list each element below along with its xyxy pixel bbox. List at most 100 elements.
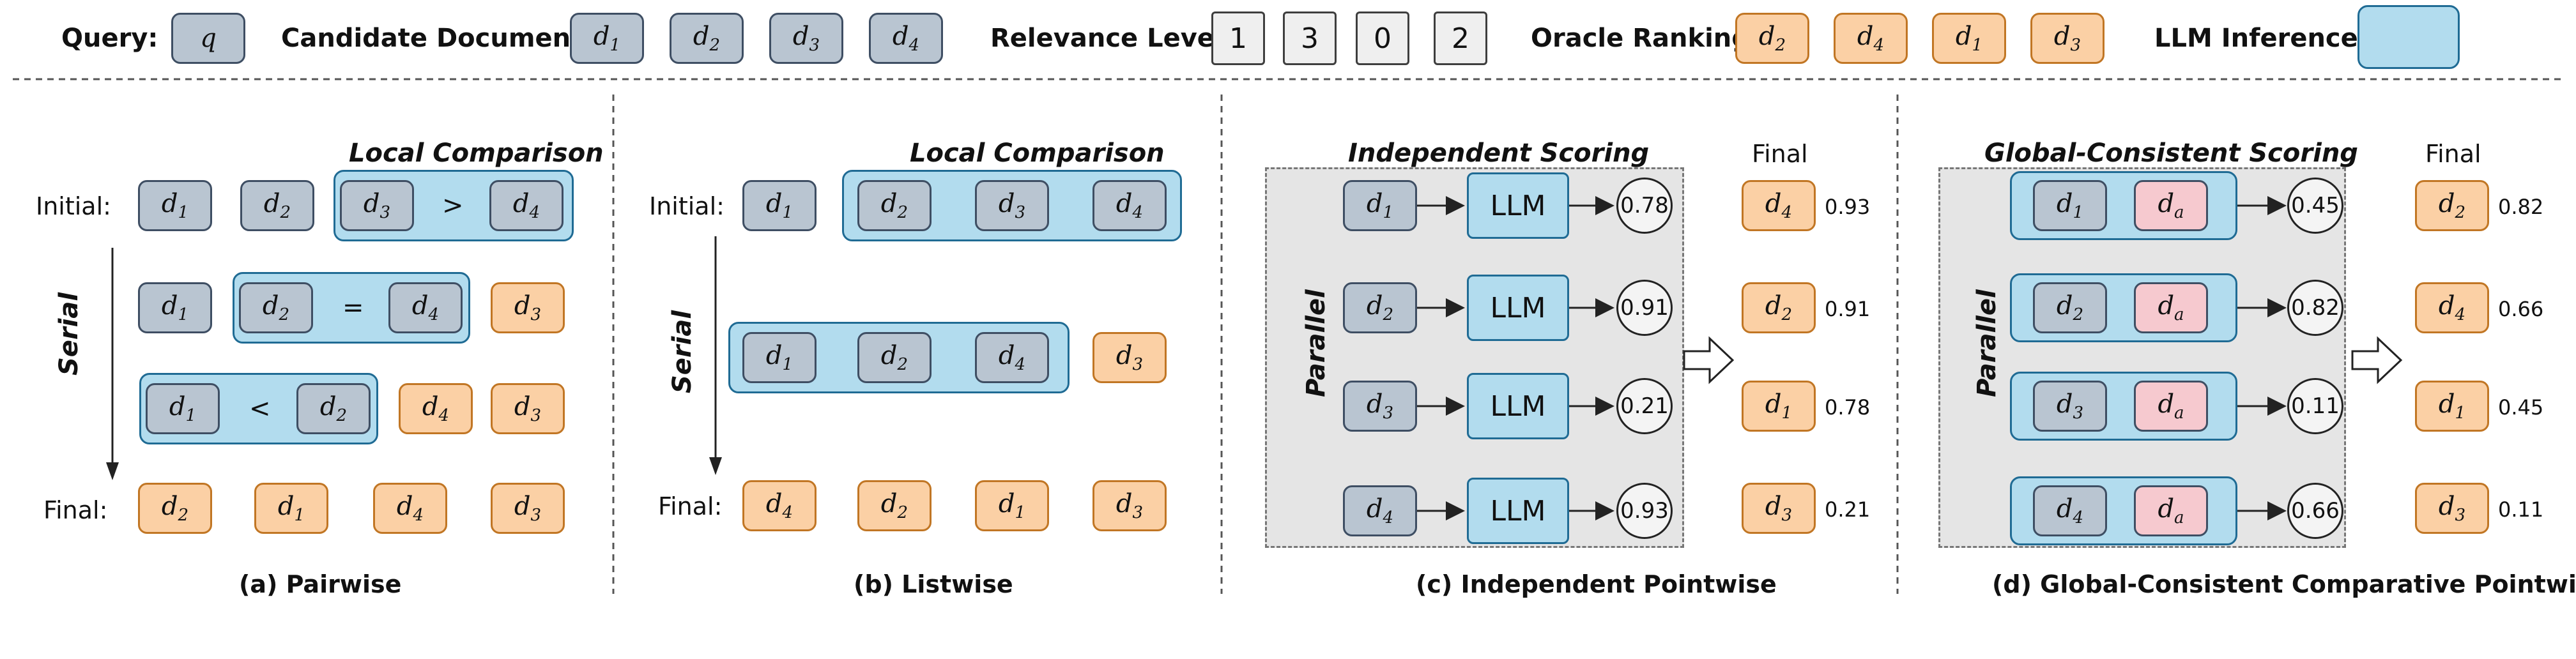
global-final-doc: d3 [2415,483,2489,534]
listwise-doc: d4 [1092,180,1167,231]
result-arrow [2351,336,2403,384]
llm-box: LLM [1467,373,1569,439]
oracle-doc: d4 [1834,13,1908,64]
doc-label: d2 [2056,291,2084,324]
independent-final-label: Final [1752,140,1808,168]
doc-label: d2 [262,291,290,324]
query-text: q [200,24,217,53]
independent-input-doc: d3 [1343,381,1417,432]
doc-label: d4 [411,291,440,324]
anchor-doc: da [2134,180,2208,231]
relevance-box: 0 [1356,11,1409,65]
pairwise-doc: d1 [138,282,212,333]
doc-label: d3 [998,189,1026,222]
doc-label: d4 [765,489,793,522]
independent-input-doc: d2 [1343,282,1417,333]
doc-label: d2 [880,189,908,222]
listwise-doc: d3 [1092,332,1167,383]
doc-label: d1 [161,189,189,222]
doc-label: d3 [1765,492,1793,525]
doc-label: d1 [998,489,1026,522]
doc-label: d1 [2438,390,2466,423]
doc-label: d2 [2438,189,2466,222]
pairwise-final-label: Final: [43,496,108,524]
doc-label: d2 [319,392,348,425]
listwise-final-doc: d3 [1092,480,1167,531]
independent-final-doc: d4 [1742,180,1816,231]
anchor-doc: da [2134,485,2208,536]
llm-inference-swatch [2358,5,2460,69]
final-score: 0.45 [2498,395,2544,420]
llm-box: LLM [1467,172,1569,239]
llm-box: LLM [1467,275,1569,341]
doc-label: d2 [1366,291,1394,324]
legend-candidate-doc: d4 [869,13,943,64]
pairwise-doc: d2 [296,383,371,434]
result-arrow [1683,336,1735,384]
doc-label: d4 [1366,494,1394,527]
doc-label: d1 [169,392,197,425]
pairwise-final-doc: d3 [491,483,565,534]
doc-label: da [2158,494,2184,527]
global-input-doc: d3 [2033,381,2107,432]
final-score: 0.91 [1825,297,1871,321]
score-circle: 0.11 [2287,378,2343,434]
global-final-doc: d4 [2415,282,2489,333]
doc-label: da [2158,291,2184,324]
doc-label: d3 [2056,390,2084,423]
doc-label: d1 [2056,189,2084,222]
pairwise-doc: d3 [491,282,565,333]
independent-final-doc: d3 [1742,483,1816,534]
doc-label: d2 [161,492,189,525]
doc-label: d1 [1955,22,1983,55]
listwise-doc: d2 [857,180,931,231]
pairwise-doc: d2 [240,180,314,231]
final-score: 0.11 [2498,497,2544,522]
listwise-title: Local Comparison [910,139,1165,168]
doc-label: d3 [2053,22,2082,55]
listwise-final-doc: d1 [975,480,1049,531]
doc-label: da [2158,189,2184,222]
oracle-doc: d1 [1932,13,2006,64]
global-final-label: Final [2425,140,2481,168]
doc-label: d3 [514,492,542,525]
pairwise-doc: d1 [138,180,212,231]
legend-relevance-label: Relevance Level: [990,24,1234,53]
score-circle: 0.45 [2287,178,2343,234]
doc-label: d1 [765,189,793,222]
doc-label: d2 [880,341,908,374]
legend-query-label: Query: [61,24,158,53]
listwise-doc: d4 [975,332,1049,383]
final-score: 0.66 [2498,297,2544,321]
score-circle: 0.21 [1616,378,1673,434]
listwise-initial-label: Initial: [649,192,724,220]
relevance-box: 3 [1283,11,1337,65]
oracle-doc: d2 [1735,13,1809,64]
global-final-doc: d2 [2415,180,2489,231]
listwise-doc: d1 [742,180,816,231]
serial-arrow [106,248,119,480]
legend-candidate-doc: d3 [769,13,843,64]
doc-label: d3 [1366,390,1394,423]
pairwise-caption: (a) Pairwise [239,570,402,598]
doc-label: d2 [693,22,721,55]
oracle-doc: d3 [2030,13,2104,64]
doc-label: d4 [2438,291,2466,324]
doc-label: d3 [363,189,391,222]
listwise-doc: d1 [742,332,816,383]
doc-label: d4 [892,22,920,55]
independent-input-doc: d1 [1343,180,1417,231]
anchor-doc: da [2134,282,2208,333]
global-input-doc: d2 [2033,282,2107,333]
listwise-final-doc: d4 [742,480,816,531]
doc-label: d2 [880,489,908,522]
doc-label: d4 [422,392,450,425]
final-score: 0.82 [2498,195,2544,219]
serial-arrow [709,236,722,475]
relevance-box: 1 [1211,11,1265,65]
score-circle: 0.93 [1616,483,1673,539]
global-final-doc: d1 [2415,381,2489,432]
doc-label: d1 [277,492,305,525]
